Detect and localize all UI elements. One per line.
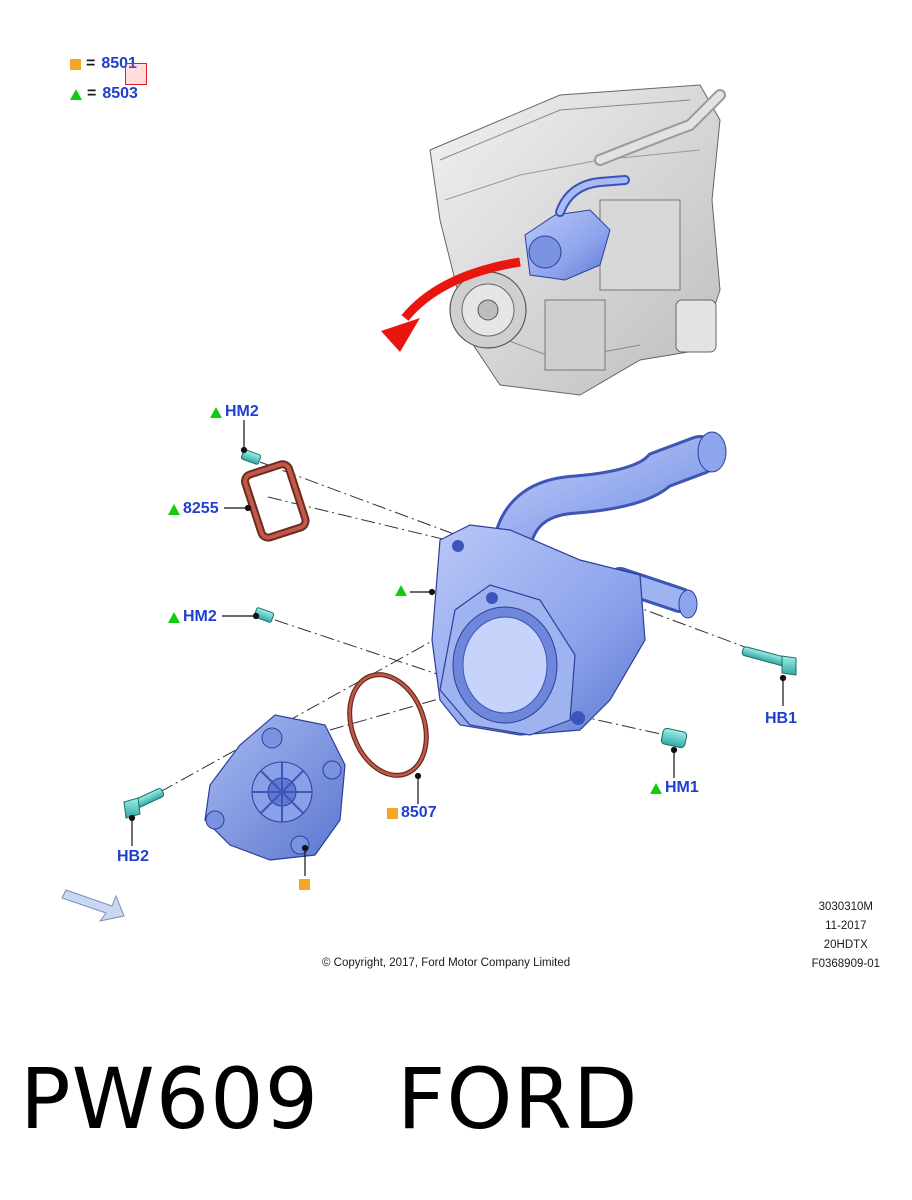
callout-hm2-mid: HM2 [168,608,217,626]
water-pump [204,714,346,861]
part-number: PW609 [20,1050,320,1148]
legend-equals: = [87,85,97,102]
triangle-icon [210,406,222,418]
engine-block [429,84,726,396]
triangle-icon [650,782,662,794]
callout-water-pump [299,879,313,890]
callout-8507: 8507 [387,804,437,822]
brand-name: FORD [397,1050,639,1148]
legend-equals: = [86,55,96,72]
callout-hb2: HB2 [117,848,149,866]
callout-label: HB1 [765,710,798,727]
gasket-8255 [241,460,310,542]
callout-leaders [128,420,787,876]
selection-marker [125,63,147,85]
callout-label: 8255 [183,500,219,517]
legend-code-8501: 8501 [101,55,137,72]
footer-title: PW609 FORD [20,1050,639,1148]
triangle-icon [70,88,82,100]
front-view-arrow [61,889,125,922]
removal-arrow [381,257,521,352]
o-ring-8507 [347,672,429,778]
callout-label: HB2 [117,848,150,865]
callout-label: 8507 [401,804,437,821]
triangle-icon [395,585,407,596]
callout-label: HM2 [183,608,217,625]
triangle-icon [168,503,180,515]
callout-hm2-top: HM2 [210,403,259,421]
callout-housing [395,585,410,596]
meta-line: F0368909-01 [811,958,880,970]
legend-row-8501: = 8501 [70,55,137,73]
callout-hb1: HB1 [765,710,797,728]
square-icon [387,807,398,819]
callout-label: HM2 [225,403,259,420]
diagram-meta: 3030310M 11-2017 20HDTX F0368909-01 [812,898,880,974]
callout-label: HM1 [665,779,699,796]
square-icon [70,58,81,70]
copyright-text: © Copyright, 2017, Ford Motor Company Li… [322,957,571,969]
callout-8255: 8255 [168,500,219,518]
legend-row-8503: = 8503 [70,85,138,103]
square-icon [299,879,310,890]
meta-line: 11-2017 [825,920,867,932]
legend-code-8503: 8503 [102,85,138,102]
thermostat-housing [431,431,727,736]
triangle-icon [168,611,180,623]
meta-line: 3030310M [818,901,873,913]
fasteners [123,449,797,819]
callout-hm1: HM1 [650,779,699,797]
exploded-parts-diagram [61,84,797,922]
meta-line: 20HDTX [823,939,868,951]
